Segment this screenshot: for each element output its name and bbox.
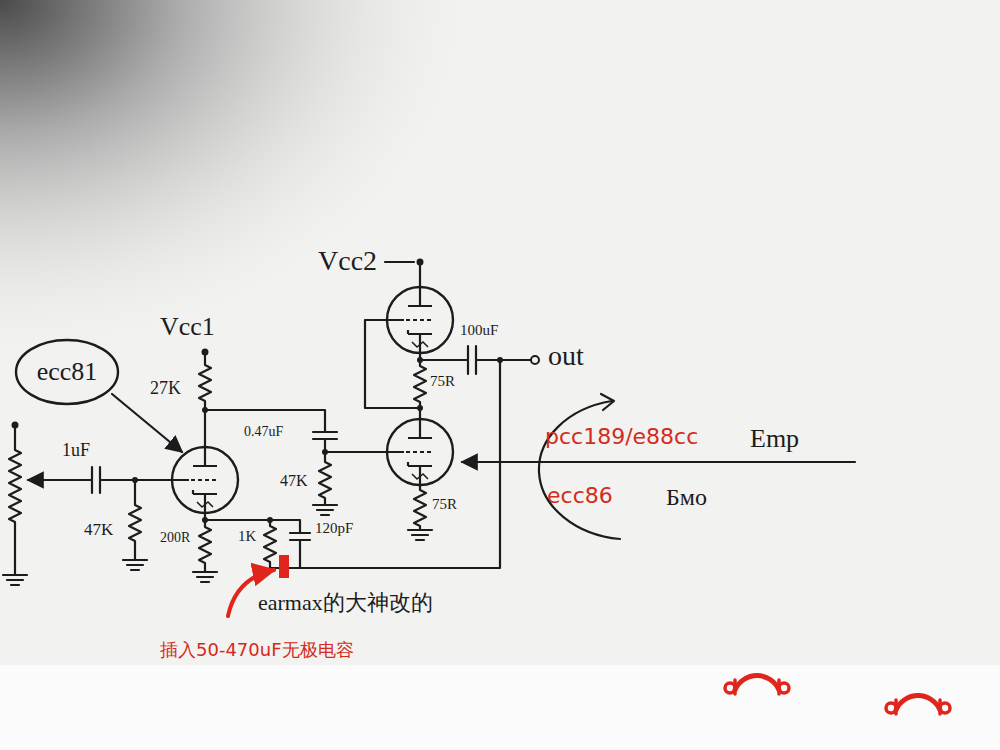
resistor-value: 75R <box>432 496 457 513</box>
capacitor-value: 100uF <box>460 322 498 339</box>
tube-type-label: ecc86 <box>547 483 613 508</box>
part-name: ecc81 <box>37 357 98 387</box>
output-label: out <box>548 340 584 372</box>
supply-label: Vcc1 <box>160 312 215 342</box>
handwritten-note: Emp <box>750 424 799 454</box>
resistor-value: 200R <box>160 530 190 546</box>
handwritten-note: earmax的大神改的 <box>258 590 433 615</box>
resistor-value: 27K <box>150 378 181 399</box>
annotation-note: 插入50-470uF无极电容 <box>160 640 354 661</box>
tube-type-label: pcc189/e88cc <box>545 424 698 449</box>
supply-label: Vcc2 <box>318 245 377 277</box>
capacitor-value: 0.47uF <box>244 424 283 440</box>
capacitor-value: 1uF <box>62 440 90 461</box>
capacitor-value: 120pF <box>315 520 353 537</box>
inserted-capacitor <box>279 555 289 578</box>
part-callout-ellipse: ecc81 <box>14 338 120 406</box>
resistor-value: 47K <box>84 520 113 540</box>
watermark-logo <box>725 676 950 714</box>
resistor-value: 47K <box>280 472 308 490</box>
resistor-value: 75R <box>430 373 455 390</box>
wires <box>3 262 855 585</box>
resistor-value: 1K <box>238 528 256 545</box>
junction-dots <box>12 259 540 524</box>
handwritten-note: Бмо <box>666 484 707 512</box>
